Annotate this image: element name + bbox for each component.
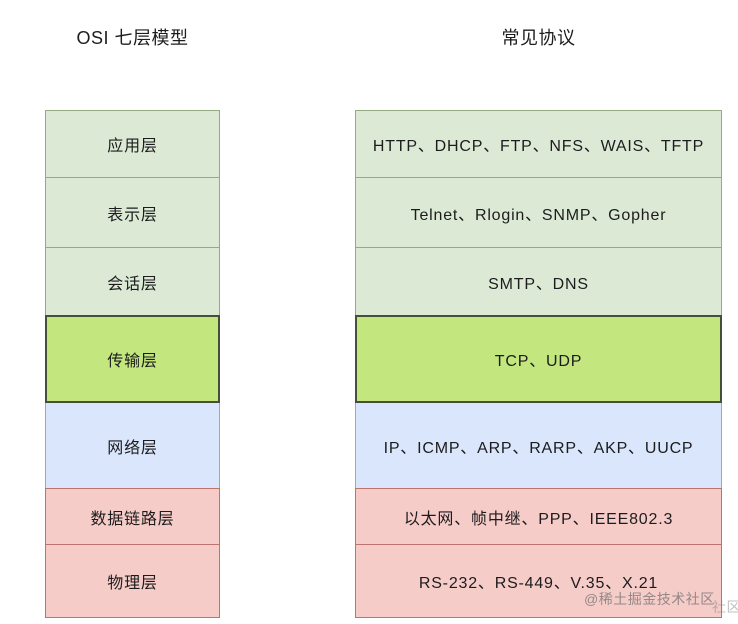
protocol-label: IP、ICMP、ARP、RARP、AKP、UUCP [383,439,694,457]
layer-label: 物理层 [107,575,158,592]
protocol-label: HTTP、DHCP、FTP、NFS、WAIS、TFTP [372,138,705,155]
protocol-box-transport: TCP、UDP [355,315,722,403]
protocol-label: 以太网、帧中继、PPP、IEEE802.3 [403,510,674,528]
layer-box-session: 会话层 [45,247,220,316]
protocol-box-presentation: Telnet、Rlogin、SNMP、Gopher [355,177,722,248]
layer-label: 会话层 [107,275,158,293]
layer-box-application: 应用层 [45,110,220,178]
watermark: @稀土掘金技术社区 [584,591,715,607]
layer-label: 数据链路层 [90,510,175,528]
layer-label: 表示层 [107,206,158,224]
layer-box-physical: 物理层 [45,544,220,618]
protocol-box-network: IP、ICMP、ARP、RARP、AKP、UUCP [355,402,722,489]
layer-box-transport: 传输层 [45,315,220,403]
protocol-box-physical: RS-232、RS-449、V.35、X.21 [355,544,722,618]
layer-column: 应用层 表示层 会话层 传输层 网络层 数据链路层 物理层 [45,110,220,618]
layer-box-presentation: 表示层 [45,177,220,248]
layer-label: 传输层 [107,353,158,370]
protocol-box-application: HTTP、DHCP、FTP、NFS、WAIS、TFTP [355,110,722,178]
protocol-box-session: SMTP、DNS [355,247,722,316]
layer-label: 网络层 [107,439,158,457]
layer-box-network: 网络层 [45,402,220,489]
right-column-title: 常见协议 [501,28,576,48]
protocol-label: Telnet、Rlogin、SNMP、Gopher [410,206,667,224]
protocol-label: RS-232、RS-449、V.35、X.21 [418,575,659,592]
protocol-column: HTTP、DHCP、FTP、NFS、WAIS、TFTP Telnet、Rlogi… [355,110,722,618]
watermark-edge-fragment: 社区 [712,599,738,615]
layer-box-datalink: 数据链路层 [45,488,220,545]
protocol-label: TCP、UDP [494,353,583,370]
layer-label: 应用层 [107,138,158,155]
left-column-title: OSI 七层模型 [76,28,189,48]
protocol-label: SMTP、DNS [488,275,589,293]
protocol-box-datalink: 以太网、帧中继、PPP、IEEE802.3 [355,488,722,545]
